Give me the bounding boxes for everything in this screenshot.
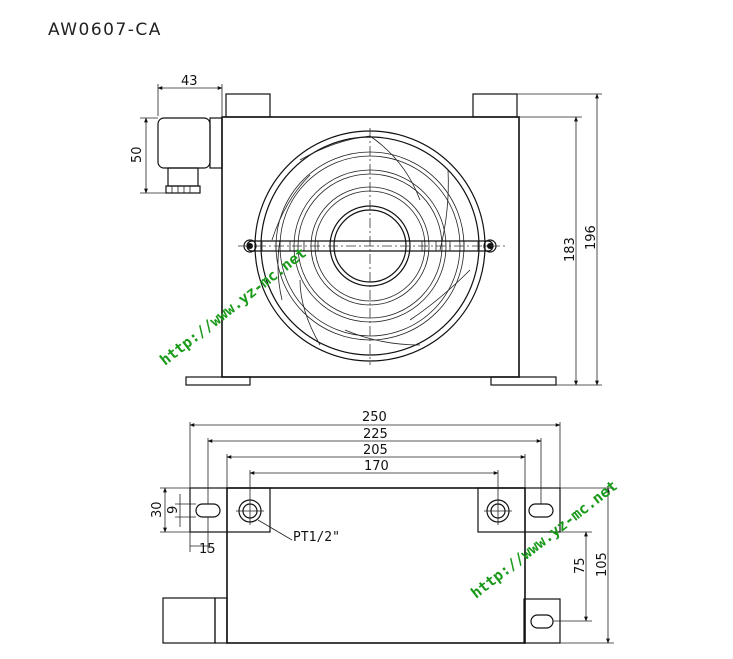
watermark-1: http://www.yz-mc.net: [156, 244, 309, 369]
dimension-30: 30: [150, 487, 190, 533]
dimension-205-label: 205: [363, 443, 388, 458]
top-tab-left: [225, 93, 271, 118]
dimension-205: 205: [226, 443, 526, 488]
dimension-15-label: 15: [199, 542, 216, 557]
connector-boss: [162, 597, 216, 644]
dimension-50: 50: [130, 117, 166, 194]
dimension-170: 170: [249, 459, 499, 497]
electrical-connector: [157, 117, 223, 194]
dimension-9-label: 9: [166, 506, 181, 514]
dimension-75: 75: [553, 531, 592, 622]
top-body-outline: [226, 487, 526, 644]
foot-left: [185, 376, 251, 386]
dimension-50-label: 50: [130, 146, 145, 163]
port-right: [484, 497, 512, 525]
dimension-9: 9: [166, 494, 196, 527]
flange-left: [189, 487, 271, 533]
top-tab-right: [472, 93, 518, 118]
dimension-75-label: 75: [573, 557, 588, 574]
top-view: PT1/2" 250 225 205 170: [150, 410, 621, 644]
dimension-105-label: 105: [595, 552, 610, 577]
dimension-196-label: 196: [584, 225, 599, 250]
dimension-43: 43: [157, 74, 223, 116]
port-left: [236, 497, 264, 525]
dimension-225: 225: [207, 427, 542, 504]
slot-right: [528, 503, 554, 518]
dimension-196: 196: [517, 93, 602, 386]
dimension-250-label: 250: [362, 410, 387, 425]
front-view: 43 50 183 196 http://www.yz-mc.net: [130, 74, 602, 386]
dimension-183: 183: [519, 116, 582, 386]
dimension-170-label: 170: [364, 459, 389, 474]
dimension-43-label: 43: [181, 74, 198, 89]
dimension-183-label: 183: [563, 237, 578, 262]
connector-collar: [214, 597, 228, 644]
watermark-2: http://www.yz-mc.net: [467, 477, 620, 602]
foot-right: [490, 376, 557, 386]
drawing-title: AW0607-CA: [48, 20, 162, 40]
flange-right: [477, 487, 561, 533]
port-label: PT1/2": [293, 530, 340, 545]
slot-left: [195, 503, 221, 518]
slot-bottom-right: [530, 614, 554, 629]
dimension-30-label: 30: [150, 501, 165, 518]
dimension-15: 15: [189, 517, 216, 557]
housing-outline: [221, 116, 520, 378]
dimension-250: 250: [189, 410, 561, 488]
dimension-225-label: 225: [363, 427, 388, 442]
dimension-105: 105: [560, 487, 614, 644]
fan-blades: [271, 135, 471, 346]
